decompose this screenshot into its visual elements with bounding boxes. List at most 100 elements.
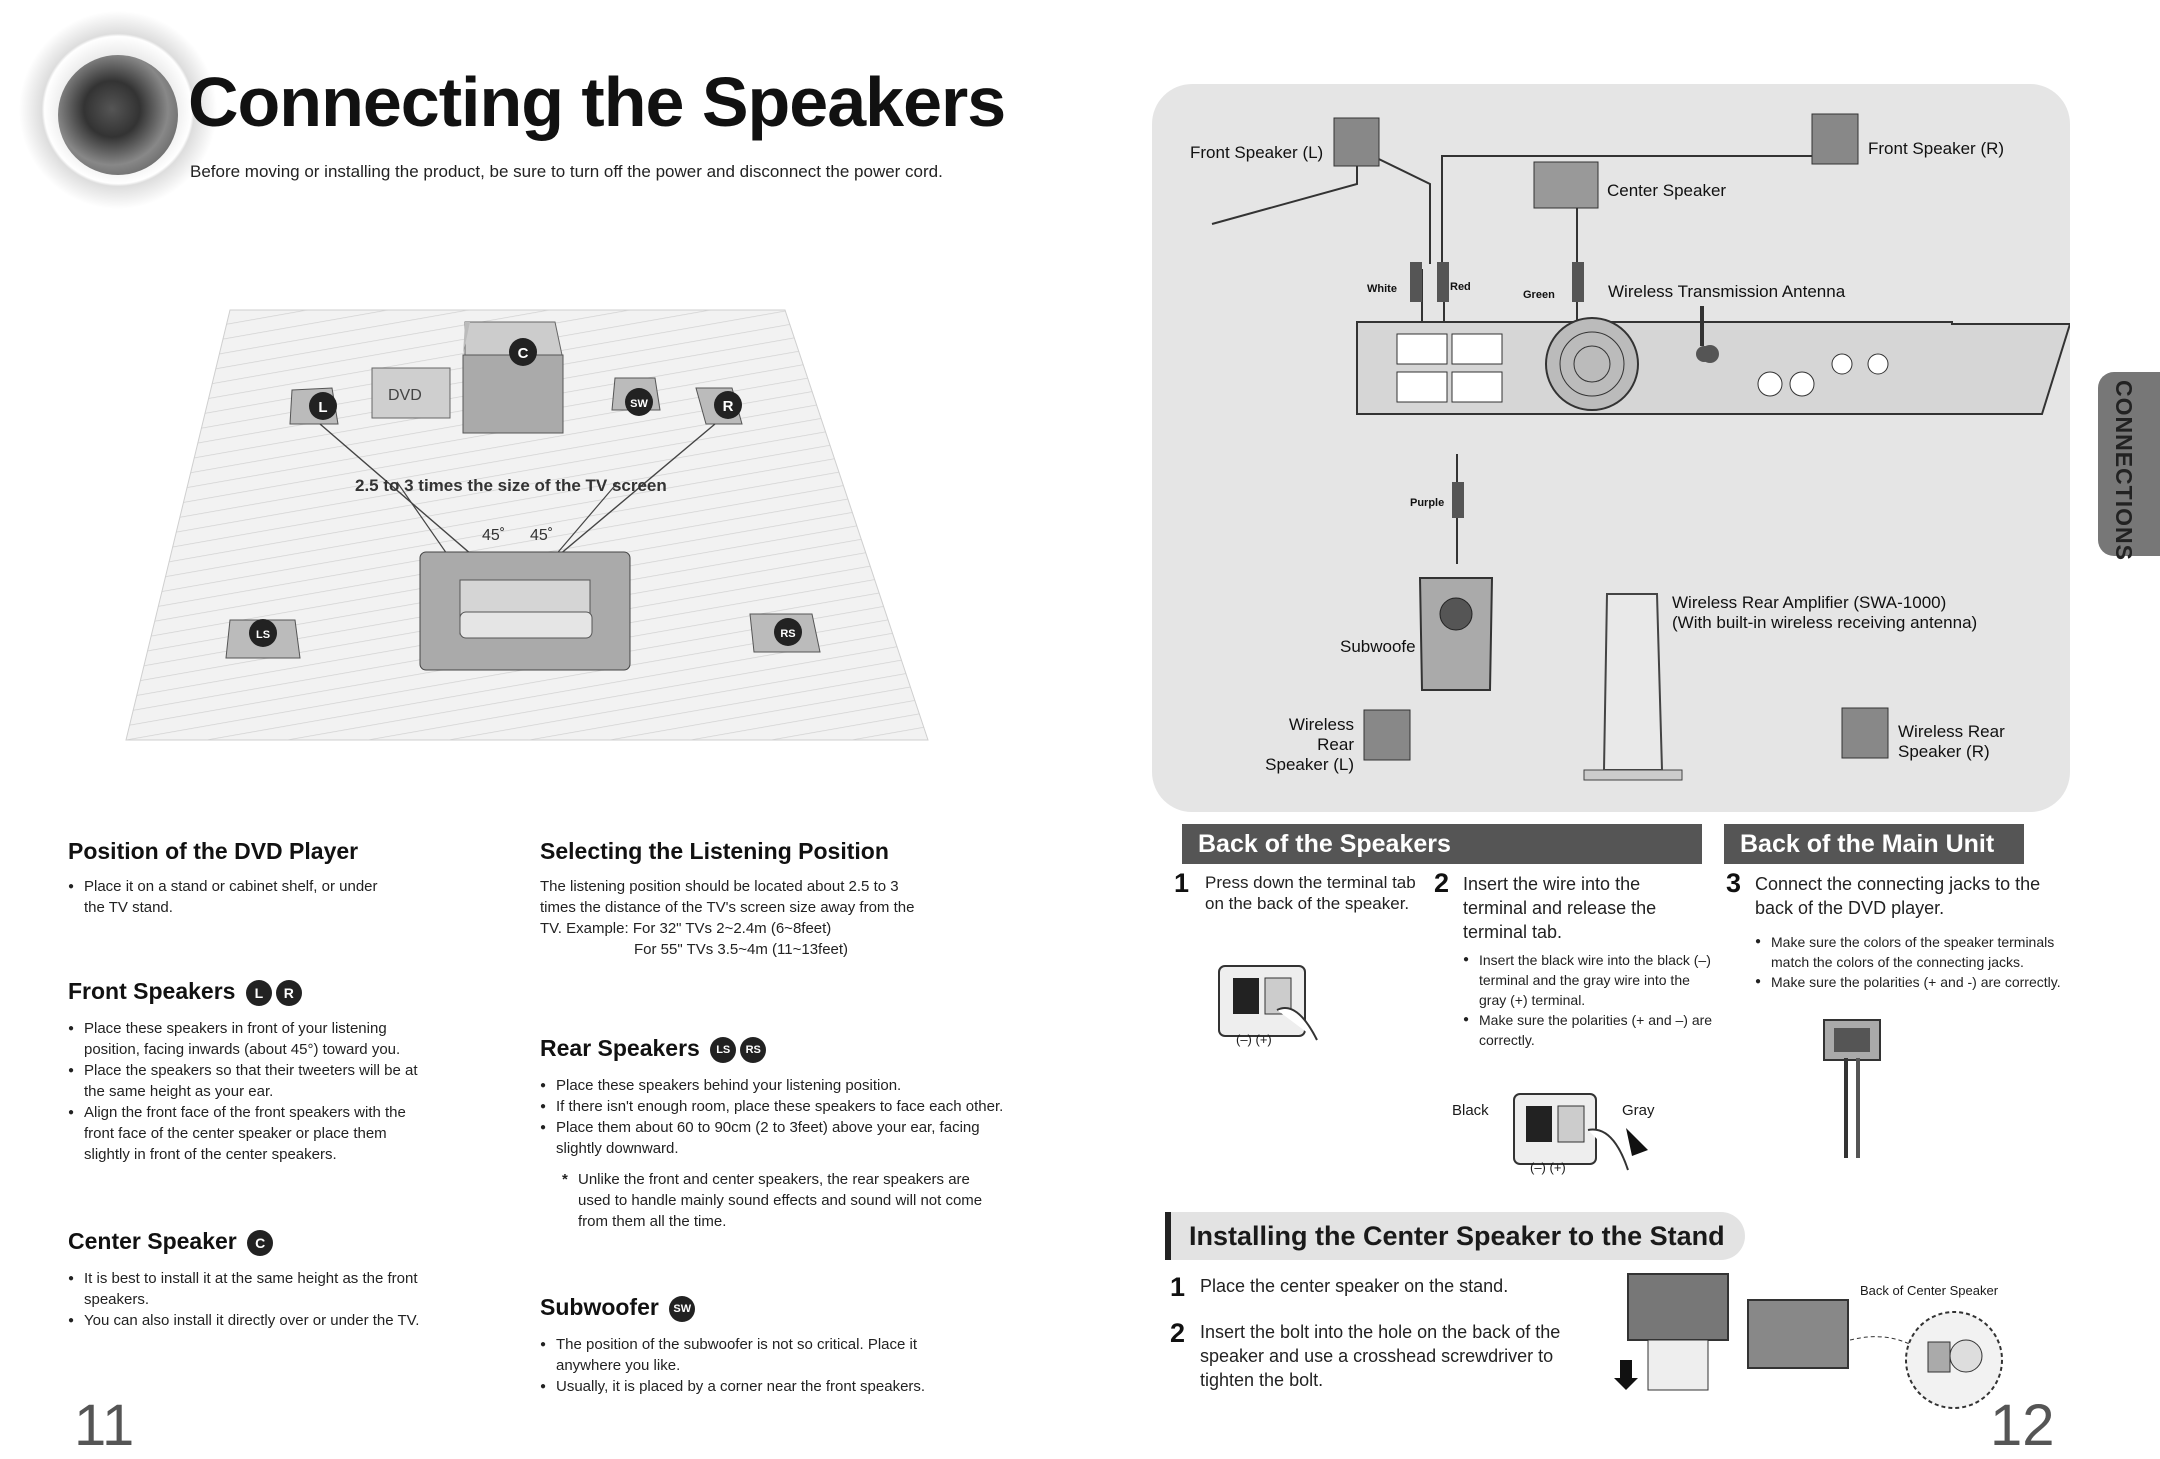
badge-sw: SW bbox=[630, 398, 648, 410]
subwoofer-heading: Subwoofer SW bbox=[540, 1294, 696, 1322]
back-of-main-unit-heading: Back of the Main Unit bbox=[1724, 824, 2024, 864]
list-item: Place the speakers so that their tweeter… bbox=[68, 1060, 428, 1102]
center-speaker-heading: Center Speaker C bbox=[68, 1228, 274, 1256]
center-stand-illustration bbox=[1614, 1273, 2003, 1409]
list-item: If there isn't enough room, place these … bbox=[540, 1096, 1020, 1117]
speaker-logo-icon bbox=[18, 10, 218, 210]
rear-speakers-title: Rear Speakers bbox=[540, 1035, 700, 1061]
subwoofer-text: The position of the subwoofer is not so … bbox=[540, 1334, 940, 1397]
front-speakers-title: Front Speakers bbox=[68, 978, 236, 1004]
rear-l-line1: Wireless Rear bbox=[1288, 715, 1354, 754]
list-item: Place them about 60 to 90cm (2 to 3feet)… bbox=[540, 1117, 1020, 1159]
amp-label-line2: (With built-in wireless receiving antenn… bbox=[1672, 613, 1978, 632]
front-speakers-text: Place these speakers in front of your li… bbox=[68, 1018, 428, 1165]
listening-example: For 55" TVs 3.5~4m (11~13feet) bbox=[634, 941, 849, 958]
front-speaker-l-label: Front Speaker (L) bbox=[1190, 143, 1324, 162]
dvd-label: DVD bbox=[388, 387, 422, 404]
jack-connector-illustration bbox=[1823, 1019, 1881, 1158]
list-item: It is best to install it at the same hei… bbox=[68, 1268, 438, 1310]
step-text: Connect the connecting jacks to the back… bbox=[1755, 874, 2041, 918]
step2-bullets: Insert the black wire into the black (–)… bbox=[1463, 950, 1713, 1050]
angle-right-label: 45˚ bbox=[530, 527, 553, 544]
subwoofer-label: Subwoofe bbox=[1340, 637, 1416, 656]
front-speaker-r-label: Front Speaker (R) bbox=[1868, 139, 2005, 158]
distance-label: 2.5 to 3 times the size of the TV screen bbox=[355, 476, 667, 495]
back-of-center-speaker-label: Back of Center Speaker bbox=[1860, 1283, 1999, 1298]
back-of-speakers-heading: Back of the Speakers bbox=[1182, 824, 1702, 864]
main-unit-bullets: Make sure the colors of the speaker term… bbox=[1755, 932, 2095, 992]
badge-ls: LS bbox=[256, 629, 270, 641]
position-heading: Position of the DVD Player bbox=[68, 838, 359, 864]
rear-note-text: Unlike the front and center speakers, th… bbox=[578, 1171, 983, 1230]
wire-insert-illustration bbox=[1513, 1093, 1648, 1171]
rear-r-line2: Speaker (R) bbox=[1898, 742, 1990, 761]
step-number: 1 bbox=[1174, 868, 1190, 898]
rear-speaker-l-label: Wireless Rear Speaker (L) bbox=[1248, 715, 1354, 775]
polarity-label: (–) (+) bbox=[1236, 1032, 1272, 1047]
rear-note: * Unlike the front and center speakers, … bbox=[540, 1169, 998, 1232]
black-wire-label: Black bbox=[1452, 1102, 1489, 1119]
step-number: 3 bbox=[1726, 868, 1742, 898]
step-text: Press down the terminal tab on the back … bbox=[1205, 873, 1416, 913]
badge-r: R bbox=[723, 398, 734, 415]
list-item: Place it on a stand or cabinet shelf, or… bbox=[68, 876, 398, 918]
gray-wire-label: Gray bbox=[1622, 1102, 1655, 1119]
list-item: Make sure the polarities (+ and –) are c… bbox=[1463, 1010, 1713, 1050]
white-wire-label: White bbox=[1367, 283, 1397, 295]
badge-c: C bbox=[518, 345, 529, 362]
center-speaker-label: Center Speaker bbox=[1607, 181, 1727, 200]
step-number: 1 bbox=[1170, 1272, 1186, 1302]
center-speaker-text: It is best to install it at the same hei… bbox=[68, 1268, 438, 1331]
list-item: You can also install it directly over or… bbox=[68, 1310, 438, 1331]
room-layout-diagram: DVD 2.5 to 3 times the size of the TV sc… bbox=[125, 309, 929, 741]
position-text: Place it on a stand or cabinet shelf, or… bbox=[68, 876, 398, 918]
badge-r: R bbox=[275, 979, 302, 1006]
list-item: Make sure the polarities (+ and -) are c… bbox=[1755, 972, 2095, 992]
note-mark: * bbox=[562, 1171, 568, 1188]
badge-rs: RS bbox=[780, 628, 795, 640]
badge-c: C bbox=[247, 1229, 274, 1256]
badge-l: L bbox=[318, 399, 327, 416]
step-text: Insert the wire into the terminal and re… bbox=[1463, 874, 1657, 942]
page-number-right: 12 bbox=[1990, 1393, 2055, 1458]
listening-paragraph: The listening position should be located… bbox=[540, 878, 915, 937]
center-speaker-title: Center Speaker bbox=[68, 1228, 237, 1254]
connections-side-tab: CONNECTIONS bbox=[2098, 372, 2160, 561]
listening-text: The listening position should be located… bbox=[540, 876, 920, 960]
rear-l-line2: Speaker (L) bbox=[1265, 755, 1354, 774]
step-number: 2 bbox=[1434, 868, 1450, 898]
step-number: 2 bbox=[1170, 1318, 1186, 1348]
terminal-tab-illustration bbox=[1218, 965, 1318, 1041]
list-item: The position of the subwoofer is not so … bbox=[540, 1334, 940, 1376]
side-tab-label: CONNECTIONS bbox=[2111, 380, 2137, 561]
rear-speaker-r-label: Wireless Rear Speaker (R) bbox=[1898, 722, 2005, 762]
list-item: Usually, it is placed by a corner near t… bbox=[540, 1376, 940, 1397]
rear-r-line1: Wireless Rear bbox=[1898, 722, 2005, 741]
page-subtitle: Before moving or installing the product,… bbox=[190, 162, 943, 181]
amp-label-line1: Wireless Rear Amplifier (SWA-1000) bbox=[1672, 593, 1947, 612]
page-number-left: 11 bbox=[74, 1393, 135, 1458]
connection-diagram bbox=[1211, 113, 2070, 781]
badge-rs: RS bbox=[740, 1036, 767, 1063]
green-wire-label: Green bbox=[1523, 289, 1555, 301]
antenna-label: Wireless Transmission Antenna bbox=[1608, 282, 1846, 301]
list-item: Make sure the colors of the speaker term… bbox=[1755, 932, 2095, 972]
subwoofer-title: Subwoofer bbox=[540, 1294, 659, 1320]
polarity-label: (–) (+) bbox=[1530, 1160, 1566, 1175]
badge-ls: LS bbox=[710, 1036, 737, 1063]
list-item: Align the front face of the front speake… bbox=[68, 1102, 428, 1165]
red-wire-label: Red bbox=[1450, 281, 1471, 293]
step-text: Place the center speaker on the stand. bbox=[1200, 1276, 1509, 1296]
list-item: Place these speakers behind your listeni… bbox=[540, 1075, 1020, 1096]
list-item: Place these speakers in front of your li… bbox=[68, 1018, 428, 1060]
step-text: Insert the bolt into the hole on the bac… bbox=[1200, 1322, 1561, 1390]
badge-l: L bbox=[245, 979, 272, 1006]
angle-left-label: 45˚ bbox=[482, 527, 505, 544]
list-item: Insert the black wire into the black (–)… bbox=[1463, 950, 1713, 1010]
amp-label: Wireless Rear Amplifier (SWA-1000) (With… bbox=[1672, 593, 1977, 633]
rear-speakers-text: Place these speakers behind your listeni… bbox=[540, 1075, 1020, 1232]
listening-heading: Selecting the Listening Position bbox=[540, 838, 889, 864]
center-stand-heading: Installing the Center Speaker to the Sta… bbox=[1165, 1212, 1745, 1260]
